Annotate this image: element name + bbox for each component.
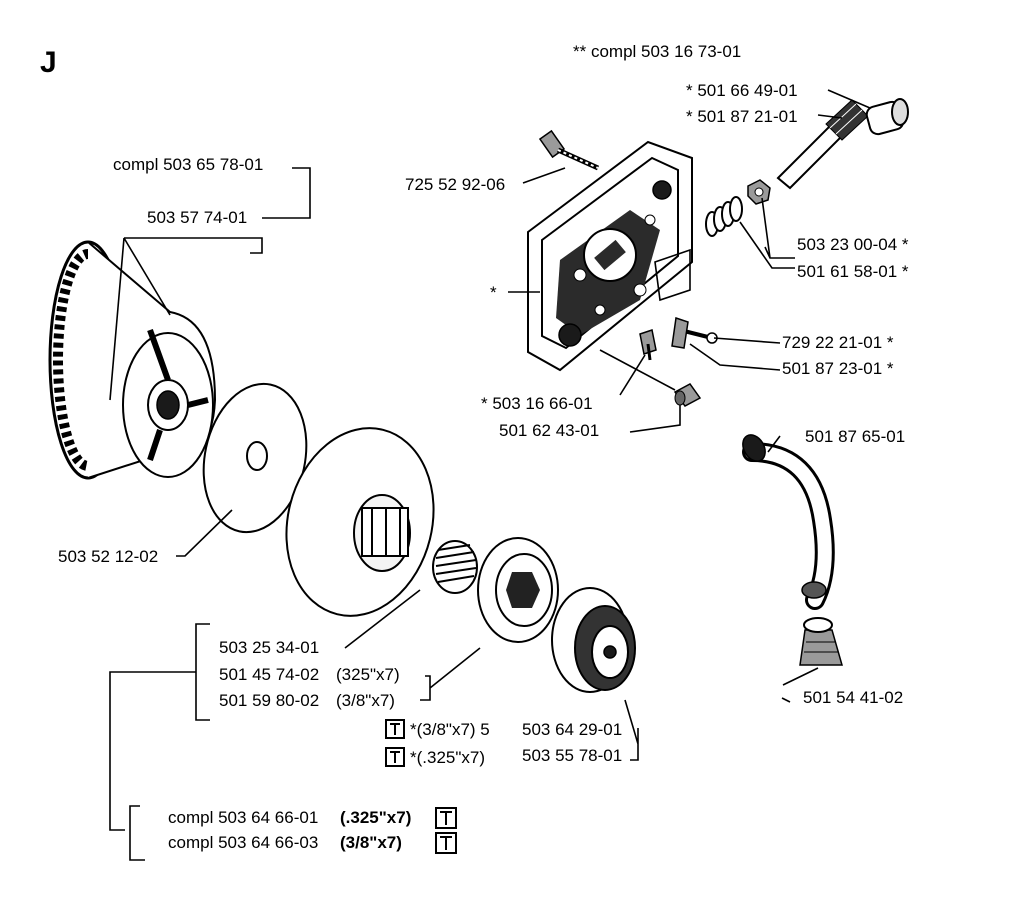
clutch-drum (285, 427, 435, 617)
label-cap: * 501 66 49-01 (686, 81, 798, 100)
label-kit1-num: compl 503 64 66-01 (168, 808, 318, 827)
label-drum2-num: 501 59 80-02 (219, 691, 319, 710)
bolt (538, 129, 600, 171)
rim-option-icon-2 (385, 747, 405, 767)
pump-shaft (776, 99, 869, 190)
label-rim2-num: 503 55 78-01 (522, 746, 622, 765)
label-shaft: * 501 87 21-01 (686, 107, 798, 126)
label-plug: 501 62 43-01 (499, 421, 599, 440)
label-adjust-screw: 729 22 21-01 * (782, 333, 894, 352)
spur-sprocket (551, 587, 636, 693)
label-rim1-num: 503 64 29-01 (522, 720, 622, 739)
label-bolt: 725 52 92-06 (405, 175, 505, 194)
label-rim1-spec: *(3/8"x7) 5 (410, 720, 490, 739)
leader-lines (109, 89, 871, 861)
labels: ** compl 503 16 73-01 * 501 66 49-01 * 5… (58, 42, 909, 854)
needle-bearing (432, 540, 478, 594)
oil-nozzle (799, 617, 843, 666)
label-nut: 503 23 00-04 * (797, 235, 909, 254)
label-clutch-shoes: 503 57 74-01 (147, 208, 247, 227)
label-drum1-num: 501 45 74-02 (219, 665, 319, 684)
adjust-screw (671, 317, 718, 349)
kit1-icon (435, 807, 457, 829)
nut (747, 179, 771, 205)
label-rim2-spec: *(.325"x7) (410, 748, 485, 767)
label-kit2-spec: (3/8"x7) (340, 833, 402, 852)
clutch-assembly (48, 240, 217, 480)
label-compl-clutch: compl 503 65 78-01 (113, 155, 263, 174)
shaft-cap (865, 98, 909, 136)
label-kit1-spec: (.325"x7) (340, 808, 411, 827)
label-drum2-spec: (3/8"x7) (336, 691, 395, 710)
rim-option-icon-1 (385, 719, 405, 739)
plug (673, 383, 702, 407)
label-nozzle: 501 54 41-02 (803, 688, 903, 707)
oil-pump-housing (527, 140, 693, 372)
kit2-icon (435, 832, 457, 854)
pump-screw (639, 329, 657, 361)
label-spring: 501 61 58-01 * (797, 262, 909, 281)
washer (202, 382, 308, 534)
label-drum1-spec: (325"x7) (336, 665, 400, 684)
label-washer: 503 52 12-02 (58, 547, 158, 566)
section-letter: J (40, 46, 57, 79)
label-screw: 501 87 23-01 * (782, 359, 894, 378)
label-kit2-num: compl 503 64 66-03 (168, 833, 318, 852)
label-hose: 501 87 65-01 (805, 427, 905, 446)
label-pump-screw: * 503 16 66-01 (481, 394, 593, 413)
label-housing-star: * (490, 283, 497, 302)
spring (705, 196, 743, 237)
label-bearing: 503 25 34-01 (219, 638, 319, 657)
oil-hose (742, 434, 835, 610)
label-compl-top: ** compl 503 16 73-01 (573, 42, 741, 61)
sprocket-rim (477, 537, 559, 643)
